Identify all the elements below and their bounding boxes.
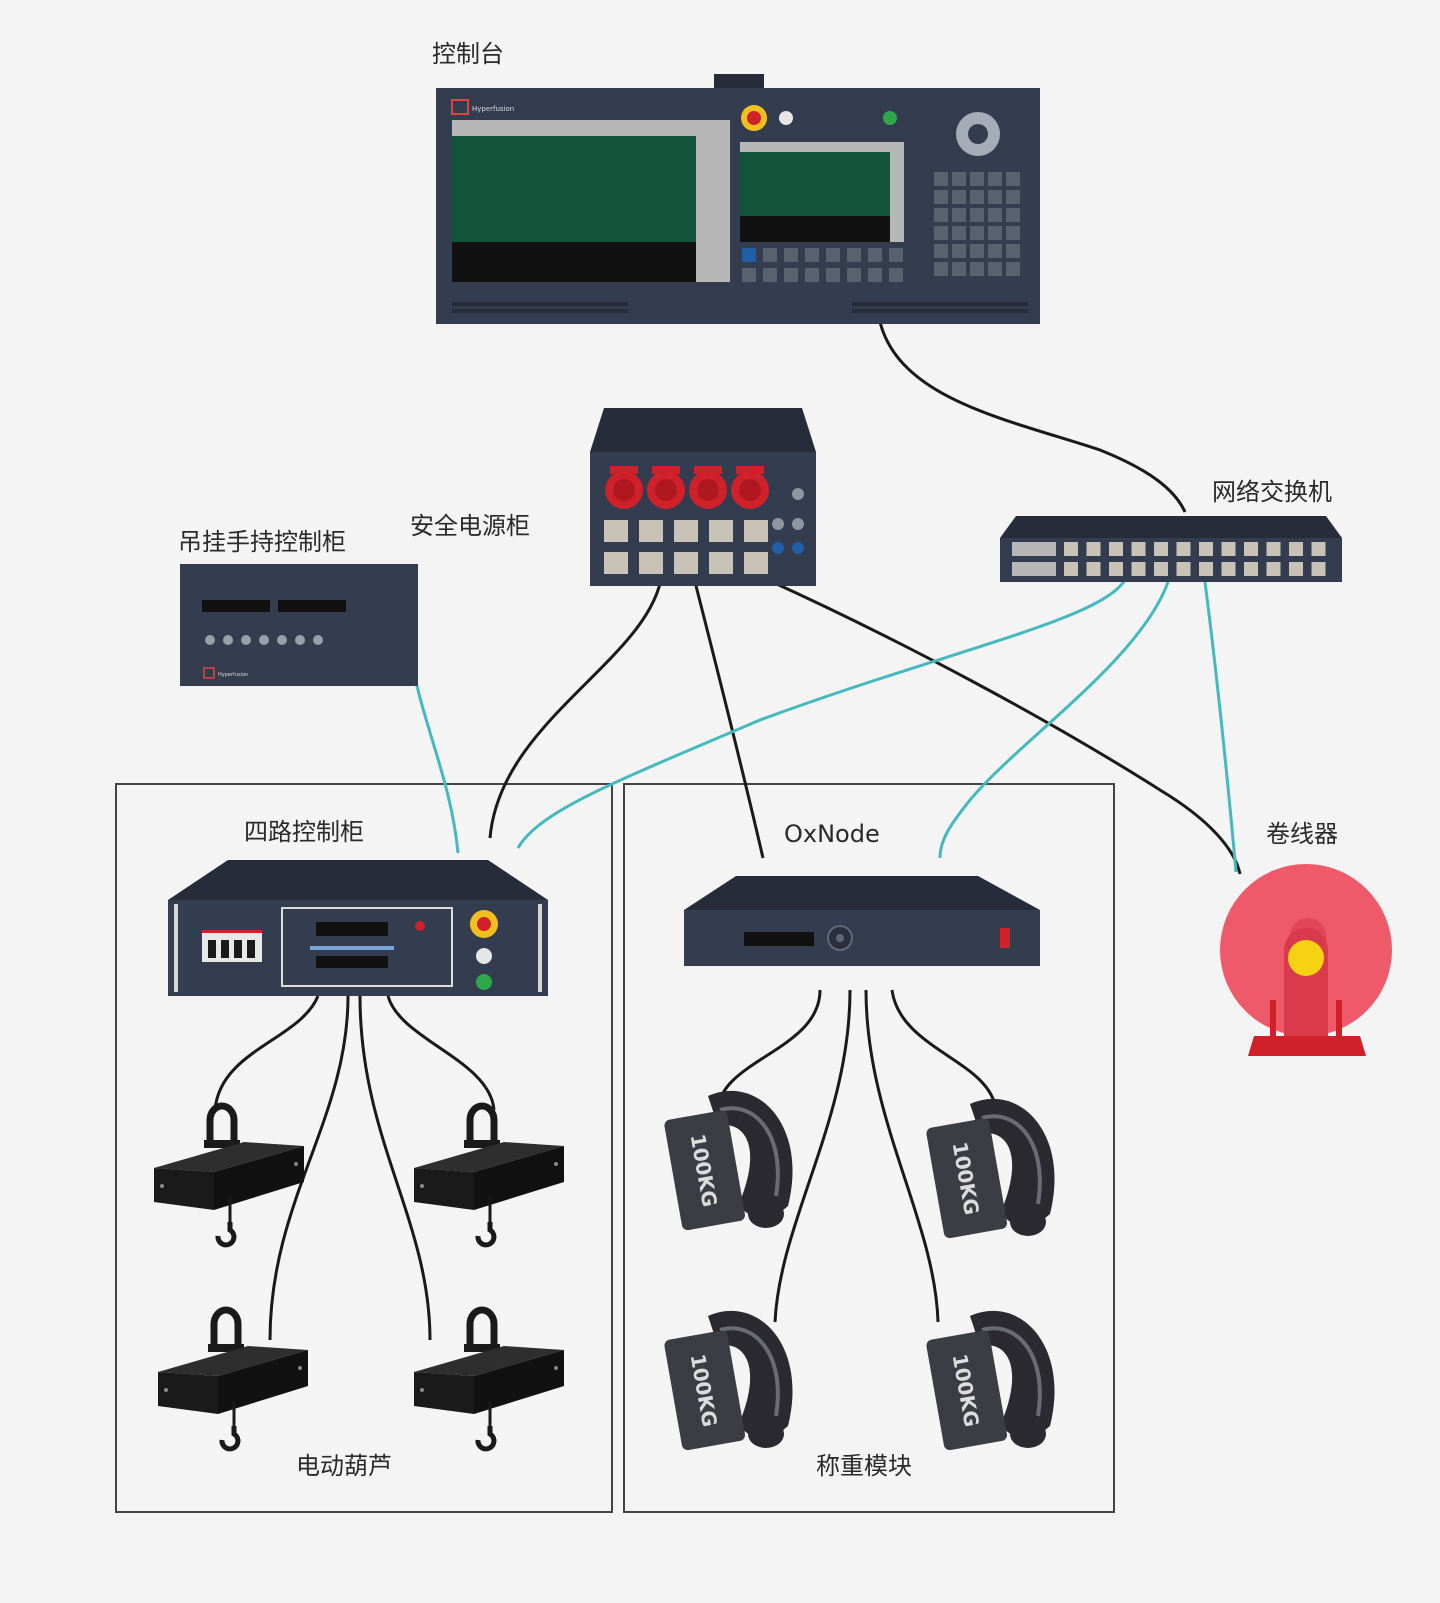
pendant-cabinet-device: Hyperfusion <box>180 564 418 686</box>
label-oxnode: OxNode <box>784 820 880 848</box>
label-weighing-module: 称重模块 <box>816 1452 912 1480</box>
console-brand: Hyperfusion <box>472 105 514 113</box>
console-white-button[interactable] <box>779 111 793 125</box>
oxnode-device <box>684 876 1040 966</box>
cable-pendant-fourway <box>415 685 460 854</box>
console-green-led <box>883 111 897 125</box>
four-way-green-button[interactable] <box>476 974 492 990</box>
weighing-shackle-4: 100KG <box>926 1310 1055 1451</box>
cable-fourway-hoist-2 <box>268 995 350 1341</box>
cable-oxnode-shackle-2 <box>773 989 852 1323</box>
cable-fourway-hoist-1 <box>213 995 320 1111</box>
pendant-brand: Hyperfusion <box>218 672 248 678</box>
oxnode-group-frame <box>623 783 1115 1513</box>
power-breakers[interactable] <box>604 520 768 574</box>
cable-reel-device <box>1220 864 1392 1056</box>
cable-switch-reel <box>1203 581 1238 873</box>
four-way-cabinet-device <box>168 860 548 996</box>
label-network-switch: 网络交换机 <box>1212 478 1332 506</box>
cable-power-reel <box>767 578 1242 875</box>
cable-switch-oxnode <box>938 581 1170 859</box>
weighing-shackle-1: 100KG <box>664 1090 793 1231</box>
console-device: Hyperfusion <box>436 74 1040 324</box>
oxnode-power-switch[interactable] <box>1000 928 1010 948</box>
cable-fourway-hoist-3 <box>358 995 432 1341</box>
electric-hoist-4 <box>414 1306 564 1452</box>
weighing-shackle-2: 100KG <box>926 1098 1055 1239</box>
weighing-shackle-3: 100KG <box>664 1310 793 1451</box>
console-function-keys[interactable] <box>742 248 903 282</box>
electric-hoist-1 <box>154 1102 304 1248</box>
electric-hoist-3 <box>158 1306 308 1452</box>
electric-hoist-2 <box>414 1102 564 1248</box>
label-power-cabinet: 安全电源柜 <box>410 512 530 540</box>
hoist-group-frame <box>115 783 613 1513</box>
network-switch-device <box>1000 516 1342 582</box>
four-way-status-led <box>415 921 425 931</box>
electric-hoists <box>154 1102 564 1452</box>
label-cable-reel: 卷线器 <box>1266 820 1338 848</box>
cable-oxnode-shackle-3 <box>864 989 940 1323</box>
weighing-shackles: 100KG 100KG 100KG 100KG <box>664 1090 1055 1451</box>
power-cabinet-device <box>590 408 816 586</box>
power-sockets <box>605 466 769 509</box>
label-console: 控制台 <box>432 40 504 68</box>
cable-power-fourway <box>488 573 664 839</box>
label-four-way-cabinet: 四路控制柜 <box>244 818 364 846</box>
label-pendant-cabinet: 吊挂手持控制柜 <box>178 528 346 556</box>
console-keypad[interactable] <box>934 172 1020 276</box>
pendant-leds <box>205 635 323 645</box>
cable-switch-fourway <box>516 579 1127 849</box>
label-electric-hoist: 电动葫芦 <box>296 1452 392 1480</box>
cable-power-oxnode <box>692 577 765 859</box>
switch-ports[interactable] <box>1064 542 1326 576</box>
four-way-white-button[interactable] <box>476 948 492 964</box>
cable-fourway-hoist-4 <box>386 995 496 1111</box>
reel-hub <box>1288 940 1324 976</box>
cable-console-switch <box>878 321 1187 513</box>
cable-oxnode-shackle-4 <box>890 989 998 1111</box>
cables <box>213 321 1242 1341</box>
